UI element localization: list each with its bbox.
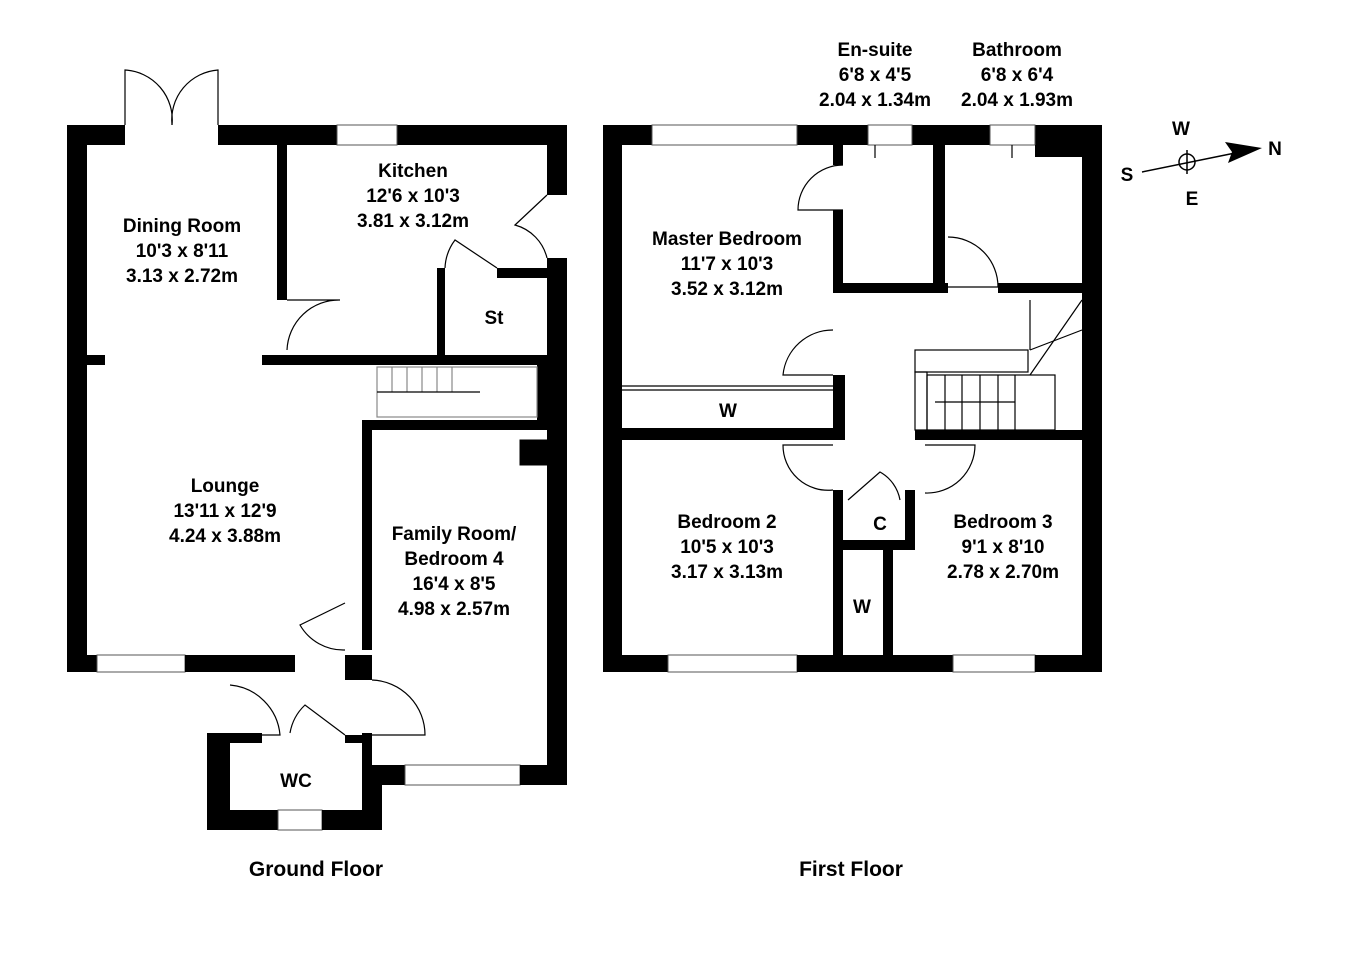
room-metric: 4.98 x 2.57m	[398, 599, 510, 620]
room-imperial: 11'7 x 10'3	[681, 254, 774, 275]
room-metric: 2.04 x 1.93m	[961, 90, 1073, 111]
compass-icon: N S W E	[1121, 119, 1282, 210]
room-family-room: Family Room/ Bedroom 4 16'4 x 8'5 4.98 x…	[392, 524, 517, 620]
wardrobe-label: W	[719, 401, 737, 422]
room-master-bedroom: Master Bedroom 11'7 x 10'3 3.52 x 3.12m	[652, 229, 802, 300]
room-name: Bedroom 2	[677, 512, 776, 533]
room-name-line2: Bedroom 4	[404, 549, 504, 570]
room-name: Master Bedroom	[652, 229, 802, 250]
first-floor-walls	[603, 124, 1102, 673]
compass-south: S	[1121, 165, 1134, 186]
room-imperial: 16'4 x 8'5	[413, 574, 496, 595]
ground-floor-title: Ground Floor	[249, 858, 383, 881]
room-name: En-suite	[838, 40, 913, 61]
store-label: St	[485, 308, 505, 329]
boiler-label: B	[526, 442, 540, 463]
room-metric: 3.81 x 3.12m	[357, 211, 469, 232]
room-metric: 2.78 x 2.70m	[947, 562, 1059, 583]
room-metric: 3.13 x 2.72m	[126, 266, 238, 287]
ground-floor-walls	[67, 69, 567, 831]
room-name: Bathroom	[972, 40, 1062, 61]
room-imperial: 13'11 x 12'9	[173, 501, 276, 522]
room-bedroom-3: Bedroom 3 9'1 x 8'10 2.78 x 2.70m	[947, 512, 1059, 583]
room-bedroom-2: Bedroom 2 10'5 x 10'3 3.17 x 3.13m	[671, 512, 783, 583]
room-imperial: 6'8 x 4'5	[839, 65, 912, 86]
room-imperial: 10'5 x 10'3	[680, 537, 774, 558]
room-en-suite: En-suite 6'8 x 4'5 2.04 x 1.34m	[819, 40, 931, 111]
cupboard-label: C	[873, 514, 887, 535]
wc-label: WC	[280, 771, 312, 792]
room-name: Lounge	[191, 476, 260, 497]
room-imperial: 10'3 x 8'11	[136, 241, 229, 262]
room-lounge: Lounge 13'11 x 12'9 4.24 x 3.88m	[169, 476, 281, 547]
room-metric: 4.24 x 3.88m	[169, 526, 281, 547]
first-floor-title: First Floor	[799, 858, 903, 881]
room-imperial: 9'1 x 8'10	[962, 537, 1045, 558]
room-bathroom: Bathroom 6'8 x 6'4 2.04 x 1.93m	[961, 40, 1073, 111]
room-kitchen: Kitchen 12'6 x 10'3 3.81 x 3.12m	[357, 161, 469, 232]
room-imperial: 6'8 x 6'4	[981, 65, 1054, 86]
compass-north: N	[1268, 139, 1282, 160]
room-name: Kitchen	[378, 161, 448, 182]
room-imperial: 12'6 x 10'3	[366, 186, 460, 207]
wardrobe-label: W	[853, 597, 871, 618]
room-dining-room: Dining Room 10'3 x 8'11 3.13 x 2.72m	[123, 216, 241, 287]
room-metric: 3.17 x 3.13m	[671, 562, 783, 583]
room-name: Dining Room	[123, 216, 241, 237]
compass-east: E	[1186, 189, 1199, 210]
room-name: Bedroom 3	[953, 512, 1052, 533]
compass-west: W	[1172, 119, 1190, 140]
room-metric: 3.52 x 3.12m	[671, 279, 783, 300]
room-name: Family Room/	[392, 524, 517, 545]
room-metric: 2.04 x 1.34m	[819, 90, 931, 111]
